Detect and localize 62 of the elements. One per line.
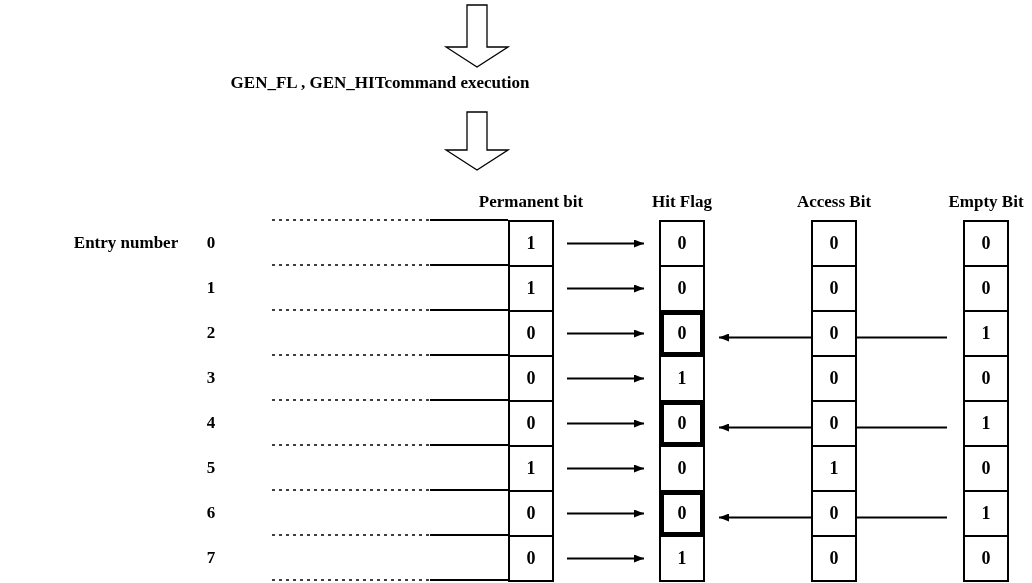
bit-cell: 0 [963,445,1009,492]
bit-cell: 1 [508,445,554,492]
bit-cell: 0 [508,310,554,357]
arrow [566,239,645,248]
entry-number: 2 [206,322,216,343]
entry-number: 5 [206,457,216,478]
bit-cell: 0 [963,355,1009,402]
bit-cell: 0 [508,490,554,537]
entry-number: 7 [206,547,216,568]
arrow [718,513,812,522]
entry-number: 3 [206,367,216,388]
bit-cell: 0 [811,355,857,402]
bit-cell: 0 [659,490,705,537]
arrow [566,464,645,473]
bit-cell: 0 [659,310,705,357]
bit-cell: 1 [811,445,857,492]
bit-cell: 1 [508,220,554,267]
bit-cell: 0 [811,265,857,312]
bit-cell: 1 [508,265,554,312]
arrow [566,419,645,428]
arrow [566,374,645,383]
connector-line [856,516,948,519]
column-header: Access Bit [796,192,872,212]
bit-cell: 0 [659,445,705,492]
arrow [566,554,645,563]
connector-line [856,426,948,429]
arrow [566,284,645,293]
bit-cell: 1 [659,535,705,582]
row-header: Entry number [73,233,179,253]
bit-cell: 0 [811,535,857,582]
bit-cell: 0 [811,310,857,357]
arrow [718,423,812,432]
entry-number: 1 [206,277,216,298]
arrow [718,333,812,342]
entry-number: 6 [206,502,216,523]
column-header: Hit Flag [652,192,712,212]
bit-cell: 1 [963,400,1009,447]
bit-cell: 0 [811,220,857,267]
step-text: GEN_FL , GEN_HITcommand execution [230,73,530,93]
column-header: Empty Bit [948,192,1024,212]
bit-cell: 0 [811,490,857,537]
bit-cell: 0 [963,220,1009,267]
bit-cell: 0 [659,265,705,312]
bit-cell: 0 [811,400,857,447]
connector-line [856,336,948,339]
bit-cell: 0 [963,265,1009,312]
bit-cell: 0 [508,535,554,582]
bit-cell: 1 [963,310,1009,357]
column-header: Permanent bit [478,192,584,212]
bit-cell: 0 [508,355,554,402]
arrow [566,509,645,518]
bit-cell: 0 [963,535,1009,582]
bit-cell: 0 [659,400,705,447]
bit-cell: 1 [963,490,1009,537]
arrow [566,329,645,338]
entry-number: 0 [206,232,216,253]
hollow-arrow [443,111,511,171]
bit-cell: 0 [659,220,705,267]
bit-cell: 1 [659,355,705,402]
entry-number: 4 [206,412,216,433]
bit-cell: 0 [508,400,554,447]
hollow-arrow [443,4,511,68]
